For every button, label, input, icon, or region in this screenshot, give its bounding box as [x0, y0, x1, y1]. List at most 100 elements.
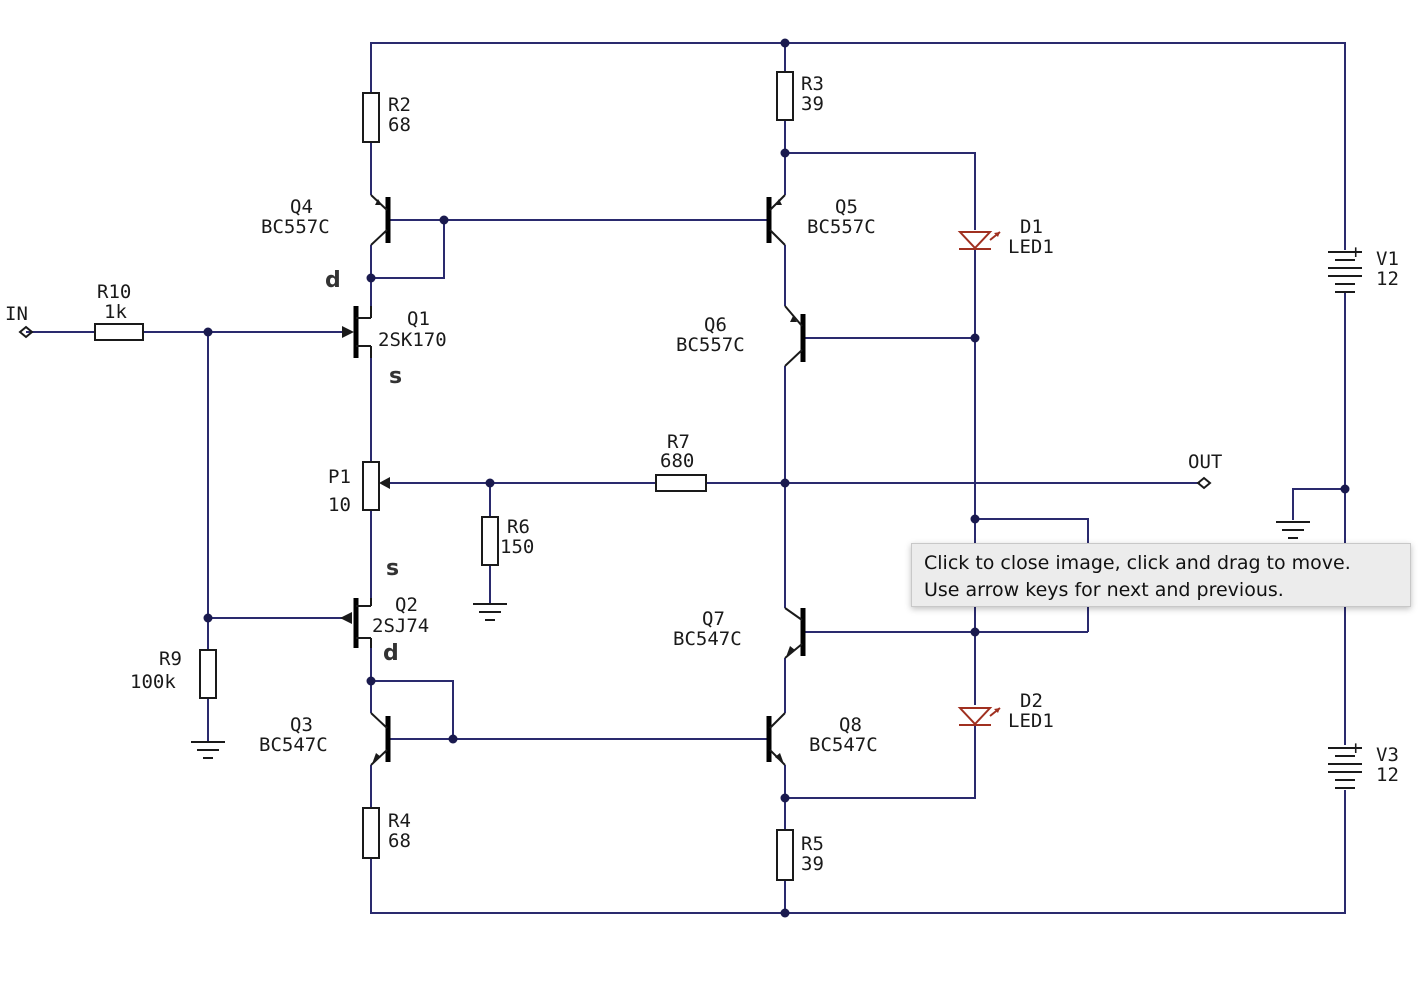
q7-ref: Q7 — [702, 608, 725, 630]
r10-value: 1k — [104, 301, 127, 323]
q1-value: 2SK170 — [378, 329, 447, 351]
r9-value: 100k — [130, 671, 176, 693]
junction-dot — [780, 793, 790, 803]
potentiometer-p1: P1 10 — [328, 461, 390, 516]
p1-value: 10 — [328, 494, 351, 516]
r5-value: 39 — [801, 853, 824, 875]
junction-dot — [780, 478, 790, 488]
q8-ref: Q8 — [839, 714, 862, 736]
d1-ref: D1 — [1020, 216, 1043, 238]
r3-ref: R3 — [801, 73, 824, 95]
resistors: R10 1k R2 68 R3 39 R4 68 R5 39 R6 150 R7… — [94, 71, 824, 881]
q6-ref: Q6 — [704, 314, 727, 336]
r4-value: 68 — [388, 830, 411, 852]
p1-ref: P1 — [328, 466, 351, 488]
junction-dot — [203, 613, 213, 623]
q2-drain-pin: d — [383, 641, 399, 666]
resistor-r9 — [199, 649, 217, 699]
r7-ref: R7 — [667, 431, 690, 453]
r6-ref: R6 — [507, 516, 530, 538]
resistor-r5 — [776, 829, 794, 881]
input-label: IN — [5, 303, 28, 325]
junction-dot — [203, 327, 213, 337]
junction-dot — [780, 38, 790, 48]
junction-dot — [448, 734, 458, 744]
junction-dot — [970, 333, 980, 343]
bjt-q7: Q7 BC547C — [673, 607, 806, 659]
r3-value: 39 — [801, 93, 824, 115]
r5-ref: R5 — [801, 833, 824, 855]
q1-ref: Q1 — [407, 308, 430, 330]
battery-v1: + V1 12 — [1328, 241, 1399, 293]
junction-dot — [1340, 484, 1350, 494]
resistor-r6 — [481, 516, 499, 566]
q6-value: BC557C — [676, 334, 745, 356]
output-label: OUT — [1188, 451, 1222, 473]
d1-value: LED1 — [1008, 236, 1054, 258]
battery-v3: + V3 12 — [1328, 737, 1399, 789]
image-viewer-tooltip[interactable]: Click to close image, click and drag to … — [911, 543, 1411, 607]
v3-ref: V3 — [1376, 744, 1399, 766]
v1-polarity: + — [1350, 241, 1361, 263]
junction-dot — [780, 908, 790, 918]
junction-dot — [485, 478, 495, 488]
tooltip-line-2: Use arrow keys for next and previous. — [924, 579, 1284, 601]
junction-dot — [366, 676, 376, 686]
q5-value: BC557C — [807, 216, 876, 238]
q2-value: 2SJ74 — [372, 615, 429, 637]
ground-symbol — [473, 603, 507, 621]
q7-value: BC547C — [673, 628, 742, 650]
q3-value: BC547C — [259, 734, 328, 756]
junction-dot — [970, 627, 980, 637]
junction-dot — [439, 215, 449, 225]
output-terminal — [1196, 476, 1212, 490]
r2-value: 68 — [388, 114, 411, 136]
resistor-r2 — [362, 92, 380, 143]
grounds — [191, 521, 1310, 759]
q3-ref: Q3 — [290, 714, 313, 736]
q2-source-pin: s — [386, 556, 399, 581]
led-d2: D2 LED1 — [957, 690, 1054, 732]
ground-symbol — [191, 741, 225, 759]
q1-drain-pin: d — [325, 268, 341, 293]
resistor-r10 — [94, 323, 144, 341]
v3-value: 12 — [1376, 764, 1399, 786]
r2-ref: R2 — [388, 94, 411, 116]
r6-value: 150 — [500, 536, 534, 558]
resistor-r4 — [362, 807, 380, 859]
ground-symbol — [1276, 521, 1310, 539]
jfet-q2: Q2 2SJ74 s d — [340, 556, 429, 666]
junction-dot — [970, 514, 980, 524]
junctions — [203, 38, 1350, 918]
bjt-q4: Q4 BC557C — [261, 194, 391, 246]
q4-value: BC557C — [261, 216, 330, 238]
bjt-q6: Q6 BC557C — [676, 305, 806, 367]
d2-value: LED1 — [1008, 710, 1054, 732]
junction-dot — [366, 273, 376, 283]
q2-ref: Q2 — [395, 594, 418, 616]
led-d1: D1 LED1 — [957, 216, 1054, 258]
q4-ref: Q4 — [290, 196, 313, 218]
bjt-q3: Q3 BC547C — [259, 712, 391, 766]
r7-value: 680 — [660, 450, 694, 472]
jfet-q1: Q1 2SK170 d s — [325, 268, 447, 389]
v1-ref: V1 — [1376, 248, 1399, 270]
r9-ref: R9 — [159, 648, 182, 670]
tooltip-line-1: Click to close image, click and drag to … — [924, 552, 1351, 574]
bjt-q5: Q5 BC557C — [766, 194, 876, 246]
q8-value: BC547C — [809, 734, 878, 756]
q5-ref: Q5 — [835, 196, 858, 218]
resistor-r3 — [776, 71, 794, 121]
bjt-q8: Q8 BC547C — [766, 712, 878, 766]
junction-dot — [780, 148, 790, 158]
resistor-r7 — [655, 474, 707, 492]
q1-source-pin: s — [389, 364, 402, 389]
r4-ref: R4 — [388, 810, 411, 832]
r10-ref: R10 — [97, 281, 131, 303]
input-terminal — [18, 325, 34, 339]
v3-polarity: + — [1350, 737, 1361, 759]
terminals: IN OUT — [5, 303, 1222, 490]
v1-value: 12 — [1376, 268, 1399, 290]
d2-ref: D2 — [1020, 690, 1043, 712]
